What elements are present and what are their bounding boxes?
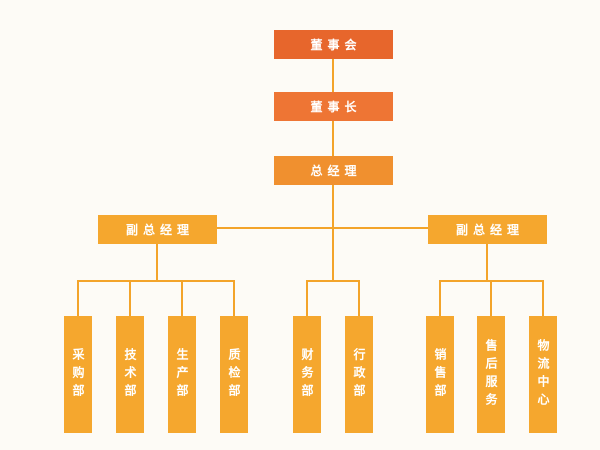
connector-line (486, 244, 488, 282)
node-deputy-gm-right: 副总经理 (428, 215, 547, 244)
node-dept-sales-label: 销售部 (433, 347, 447, 402)
node-chairman: 董事长 (274, 92, 393, 121)
connector-line (181, 280, 183, 317)
node-dept-admin-label: 行政部 (352, 347, 366, 402)
connector-line (332, 121, 334, 157)
connector-line (233, 280, 235, 317)
node-deputy-gm-left-label: 副总经理 (125, 223, 194, 237)
connector-line (306, 280, 308, 317)
node-deputy-gm-left: 副总经理 (98, 215, 217, 244)
connector-line (129, 280, 131, 317)
node-deputy-gm-right-label: 副总经理 (455, 223, 524, 237)
node-general-manager-label: 总经理 (310, 164, 362, 178)
node-general-manager: 总经理 (274, 156, 393, 185)
connector-line (332, 59, 334, 93)
connector-line (542, 280, 544, 317)
node-dept-sales: 销售部 (426, 316, 454, 433)
node-dept-logistics-label: 物流中心 (536, 338, 550, 411)
node-dept-procurement-label: 采购部 (71, 347, 85, 402)
node-board-label: 董事会 (310, 38, 362, 52)
node-dept-procurement: 采购部 (64, 316, 92, 433)
node-dept-aftersales: 售后服务 (477, 316, 505, 433)
node-dept-aftersales-label: 售后服务 (484, 338, 498, 411)
node-dept-technology: 技术部 (116, 316, 144, 433)
node-dept-technology-label: 技术部 (123, 347, 137, 402)
connector-line (77, 280, 79, 317)
node-dept-quality: 质检部 (220, 316, 248, 433)
connector-line (358, 280, 360, 317)
node-dept-quality-label: 质检部 (227, 347, 241, 402)
connector-line (217, 227, 428, 229)
connector-line (490, 280, 492, 317)
connector-line (439, 280, 441, 317)
node-dept-logistics: 物流中心 (529, 316, 557, 433)
connector-line (332, 184, 334, 282)
node-board: 董事会 (274, 30, 393, 59)
node-dept-production-label: 生产部 (175, 347, 189, 402)
node-dept-finance: 财务部 (293, 316, 321, 433)
connector-line (156, 244, 158, 282)
node-dept-admin: 行政部 (345, 316, 373, 433)
node-dept-production: 生产部 (168, 316, 196, 433)
node-chairman-label: 董事长 (310, 100, 362, 114)
connector-line (306, 280, 360, 282)
node-dept-finance-label: 财务部 (300, 347, 314, 402)
connector-line (77, 280, 235, 282)
